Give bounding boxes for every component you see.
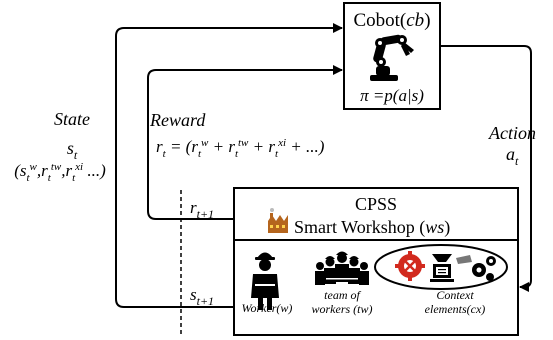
context-label-line2: elements(cx) — [425, 302, 486, 316]
cpss-subtitle: Smart Workshop (ws) — [294, 217, 450, 238]
context-label-line1: Context — [436, 288, 474, 302]
cpss-title: CPSS — [355, 194, 397, 214]
reward-title: Reward — [149, 110, 206, 130]
context-elements-icon — [374, 244, 508, 290]
factory-icon — [268, 208, 288, 233]
reward-formula: rt = (rtw + rttw + rtxi + ...) — [156, 137, 325, 160]
reward-arrow — [147, 65, 343, 220]
state-symbol: st — [67, 138, 78, 162]
worker-label: Worker(w) — [242, 301, 293, 315]
cpss-box: CPSS Smart Workshop (ws) Worker(w) — [233, 187, 519, 336]
action-arrow — [440, 45, 532, 292]
team-of-workers-icon — [315, 251, 369, 285]
state-title: State — [54, 109, 90, 129]
action-symbol: at — [506, 144, 519, 168]
action-title: Action — [488, 123, 536, 143]
next-reward-label: rt+1 — [190, 198, 214, 221]
cobot-box: Cobot(cb) π =p(a|s) — [343, 2, 441, 110]
cobot-title: Cobot(cb) — [353, 10, 430, 31]
worker-icon — [251, 252, 279, 310]
team-label-line1: team of — [324, 288, 361, 302]
robot-arm-icon — [370, 34, 414, 81]
team-label-line2: workers (tw) — [312, 302, 373, 316]
cobot-policy: π =p(a|s) — [360, 86, 424, 105]
state-components: (stw,rttw,rtxi ...) — [14, 161, 106, 184]
state-arrow — [115, 23, 343, 308]
next-state-label: st+1 — [190, 285, 214, 308]
